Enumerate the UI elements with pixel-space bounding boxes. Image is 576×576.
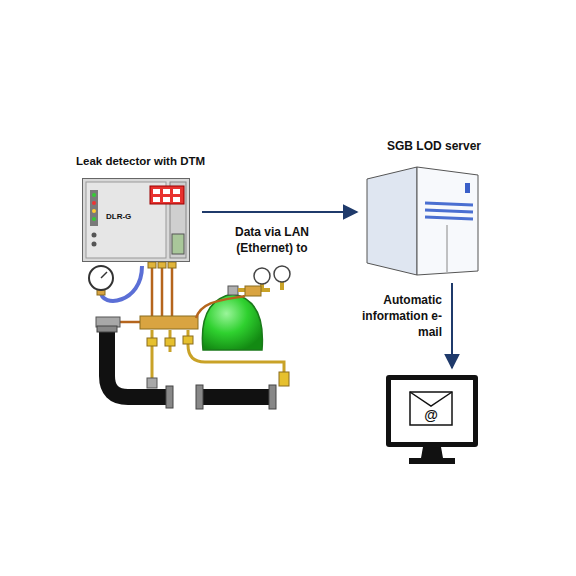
leak-detector-shape [82,178,190,262]
monitor-base [409,458,455,464]
copper-lines [152,262,172,318]
key [92,242,97,247]
black-pipe [203,389,269,405]
envelope [410,392,452,425]
email-monitor: @ [385,374,479,470]
pipe-flange [97,326,117,332]
pipe-flange [269,385,276,409]
monitor-stand [421,447,443,458]
email-at-sign: @ [410,407,452,424]
monitor-screen [391,380,473,442]
envelope-flap [410,392,452,406]
regulator-gauge [254,268,270,284]
valve [183,336,193,344]
alarm-lamp [153,189,160,194]
server-tower-shape [365,165,480,277]
alarm-lamp [163,189,170,194]
fitting [158,262,166,268]
black-pipe [107,328,166,397]
alarm-lamp [163,197,170,202]
valve [279,372,289,386]
connector-label: Data via LAN (Ethernet) to [212,224,332,256]
connector-label: Automatic information e-mail [350,292,442,340]
regulator-gauge [274,266,290,282]
device-housing [83,179,190,262]
alarm-lamp [153,197,160,202]
pipe-flange [196,385,203,409]
led-strip [90,190,98,226]
drive-bay [425,210,473,212]
bottle-valve [228,286,238,295]
regulator [245,286,261,296]
drive-bay [425,217,473,219]
alarm-lamp [173,189,180,194]
leak-detector: Leak detector with DTMDLR-G [82,178,190,262]
drive-bay [425,203,473,205]
manifold [140,316,198,329]
server-front [417,167,478,275]
device-panel [86,182,166,258]
status-led [92,217,96,221]
pipe-fitting [147,378,157,388]
valve [165,338,175,346]
status-led [92,193,96,197]
gauge-needle [101,272,107,278]
copper-line [119,321,142,324]
alarm-lamp [173,197,180,202]
dtm-display [172,234,184,254]
power-button [465,183,470,193]
copper-line [196,296,245,318]
status-led [92,209,96,213]
monitor-bezel [386,375,478,447]
status-led [92,201,96,205]
pipe-flange [166,386,173,408]
data-arrow [202,211,357,213]
data-arrow [451,283,453,368]
server-divider [447,225,448,272]
server-heading: SGB LOD server [387,139,481,154]
key [92,233,97,238]
server-side [367,167,417,275]
fitting [168,262,176,268]
fitting [148,262,156,268]
device-label: DLR-G [106,211,131,222]
server-tower: SGB LOD server [365,165,480,277]
alarm-panel [150,186,184,204]
valve [147,338,157,346]
device-heading: Leak detector with DTM [76,154,205,169]
pressure-gauge [89,266,113,290]
